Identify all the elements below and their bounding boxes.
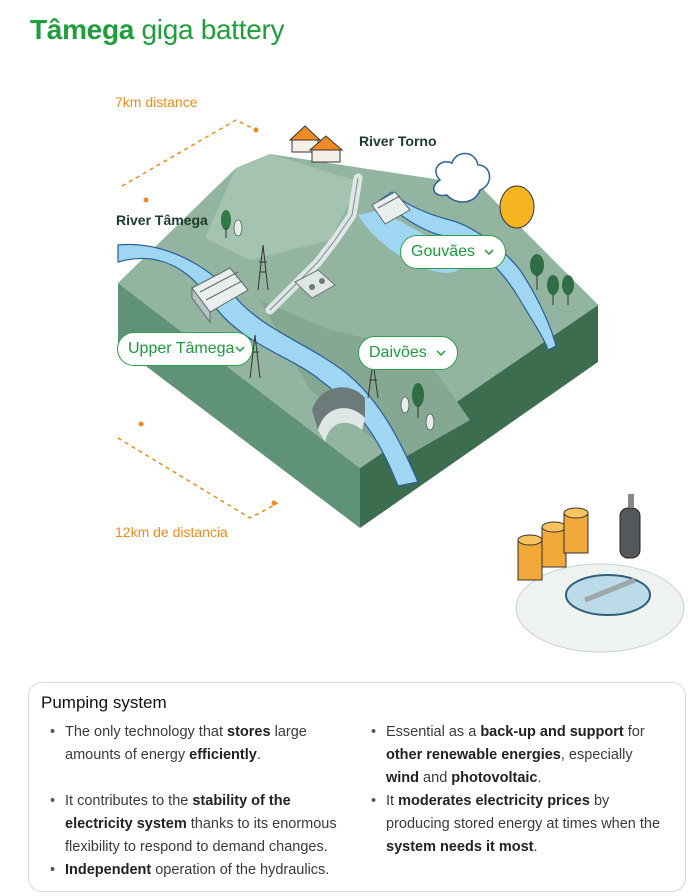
card-title: Pumping system: [41, 693, 167, 712]
village-houses: [288, 125, 344, 163]
chevron-down-icon: [235, 346, 245, 353]
upper-tamega-label: Upper Tâmega: [128, 340, 235, 357]
bullet-emphasis: stores: [227, 724, 271, 740]
bullet-emphasis: system needs it most: [386, 839, 534, 855]
bullet-text: and: [419, 770, 452, 786]
upper-tamega-pill[interactable]: Upper Tâmega: [117, 332, 254, 366]
gouvaes-dam: [371, 191, 411, 225]
trees: [221, 210, 574, 431]
bullet-emphasis: moderates electricity prices: [398, 793, 590, 809]
bullet-text: It: [386, 793, 399, 809]
gouvaes-pill[interactable]: Gouvães: [400, 235, 507, 269]
pylon-1: [257, 244, 269, 291]
terrain-valley: [260, 300, 470, 460]
bullet-item: • The only technology that stores large a…: [50, 721, 345, 767]
pumping-station: [294, 269, 336, 299]
chevron-down-icon: [484, 249, 494, 256]
chevron-down-icon: [436, 350, 446, 357]
bullet-item: • Independent operation of the hydraulics…: [50, 859, 355, 882]
bullet-emphasis: wind: [386, 770, 420, 786]
terrain-right-face: [360, 305, 598, 528]
bullet-emphasis: efficiently: [189, 747, 257, 763]
daivoes-dam: [312, 387, 365, 442]
pumping-system-card: Pumping system • The only technology that…: [28, 682, 686, 892]
bullet-item: •Essential as a back-up and support for …: [371, 721, 666, 790]
river-tamega-label: River Tâmega: [116, 212, 208, 228]
terrain-ridge: [205, 154, 360, 260]
bullet-dot: •: [50, 793, 56, 809]
title-rest: giga battery: [134, 14, 285, 45]
dist-top-line: [121, 119, 257, 187]
bullet-dot: •: [50, 724, 56, 740]
bullet-emphasis: other renewable energies: [386, 747, 561, 763]
river-torno-label: River Torno: [359, 133, 437, 149]
sun-icon: [499, 185, 535, 229]
page-title: Tâmega giga battery: [30, 14, 285, 46]
bullet-text: It contributes to the: [65, 793, 193, 809]
bullet-text: , especially: [560, 747, 633, 763]
cloud-icon: [433, 152, 491, 203]
bullet-text: Essential as a: [386, 724, 481, 740]
penstock-pipe-outline: [269, 177, 359, 311]
bullet-emphasis: back-up and support: [480, 724, 624, 740]
bullet-text: .: [537, 770, 542, 786]
bullet-dot: •: [50, 862, 56, 878]
bullet-text: thanks to its enormous flexibility to re…: [65, 816, 337, 855]
distance-top-label: 7km distance: [115, 94, 198, 110]
dist-bottom-line: [117, 437, 279, 519]
bullet-text: .: [533, 839, 538, 855]
upper-tamega-dam: [191, 267, 249, 324]
bullet-text: by producing stored energy at times when…: [386, 793, 661, 832]
bullet-text: The only technology that: [65, 724, 228, 740]
bullet-emphasis: Independent: [65, 862, 152, 878]
bullet-dot: •: [371, 724, 377, 740]
bullet-text: operation of the hydraulics.: [151, 862, 330, 878]
bullet-item: • It moderates electricity prices by prod…: [371, 790, 666, 859]
bullet-text: large amounts of energy: [65, 724, 307, 763]
bullet-emphasis: photovoltaic: [451, 770, 538, 786]
bullet-item: • It contributes to the stability of the …: [50, 790, 355, 859]
terrain-illustration: [117, 119, 685, 653]
bullet-text: .: [256, 747, 261, 763]
bullet-dot: •: [371, 793, 377, 809]
bullet-text: for: [623, 724, 645, 740]
daivoes-pill[interactable]: Daivões: [358, 336, 458, 370]
distance-bottom-label: 12km de distancia: [115, 524, 228, 540]
title-bold: Tâmega: [30, 14, 135, 45]
daivoes-label: Daivões: [369, 344, 427, 361]
bullet-emphasis: stability of the electricity system: [65, 793, 291, 832]
pump-equipment: [515, 494, 685, 653]
gouvaes-label: Gouvães: [411, 243, 476, 260]
